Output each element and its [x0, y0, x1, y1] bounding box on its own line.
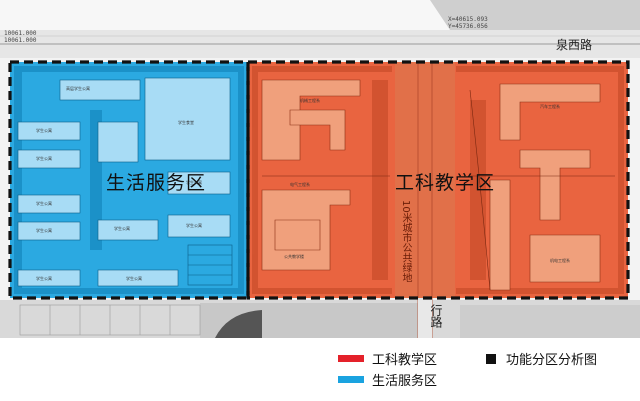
legend-swatch-red	[338, 355, 364, 362]
teaching-buildings	[261, 79, 601, 291]
building-label: 学生公寓	[186, 180, 202, 185]
legend-item-teaching: 工科教学区	[338, 349, 437, 368]
coordinate-y: Y=45736.056	[448, 23, 488, 30]
building-label: 学生公寓	[36, 201, 52, 206]
legend-title-square	[486, 353, 496, 364]
road-label-top: 泉西路	[556, 38, 593, 52]
building-label: 机电工程系	[550, 258, 570, 263]
top-right-block	[430, 0, 640, 30]
legend-swatch-blue	[338, 376, 364, 383]
building-label: 高层学生公寓	[66, 86, 90, 91]
building-label: 公共教学楼	[284, 254, 304, 259]
teaching-zone-label: 工科教学区	[395, 172, 496, 194]
teaching-paths	[262, 89, 615, 291]
bottom-block-right	[460, 305, 640, 338]
service-zone-label: 生活服务区	[106, 172, 207, 194]
site-plan-map	[0, 0, 640, 338]
building-label: 电气工程系	[290, 182, 310, 187]
building-label: 学生公寓	[36, 276, 52, 281]
legend-title-text: 功能分区分析图	[506, 353, 598, 368]
building-label: 汽车工程系	[540, 104, 560, 109]
coordinate-x: X=40615.093	[448, 16, 488, 23]
building-label: 学生公寓	[36, 128, 52, 133]
bottom-curve-building	[215, 310, 262, 338]
road-label-bottom: 行路	[429, 304, 443, 328]
teaching-zone-boundary	[246, 60, 630, 300]
legend-label-teaching: 工科教学区	[372, 353, 438, 368]
legend-label-service: 生活服务区	[372, 374, 438, 389]
corner-coordinate-1: 10061.000	[4, 30, 37, 37]
bottom-field-grid	[19, 304, 201, 336]
bottom-road-segment	[418, 298, 432, 338]
building-label: 学生公寓	[114, 226, 130, 231]
building-label: 机械工程系	[300, 98, 320, 103]
building-label: 学生公寓	[36, 156, 52, 161]
greenway-strip	[395, 62, 455, 298]
building-label: 学生食堂	[178, 120, 194, 125]
greenway-label: 10米城市公共绿地	[400, 200, 411, 283]
legend-item-service: 生活服务区	[338, 370, 437, 389]
service-stadium	[187, 244, 233, 286]
building-label: 学生公寓	[36, 228, 52, 233]
building-label: 学生公寓	[126, 276, 142, 281]
corner-coordinate-2: 10061.000	[4, 37, 37, 44]
building-label: 学生公寓	[186, 223, 202, 228]
service-buildings	[17, 77, 231, 287]
teaching-trees	[252, 66, 624, 294]
legend-title: 功能分区分析图	[486, 349, 597, 368]
